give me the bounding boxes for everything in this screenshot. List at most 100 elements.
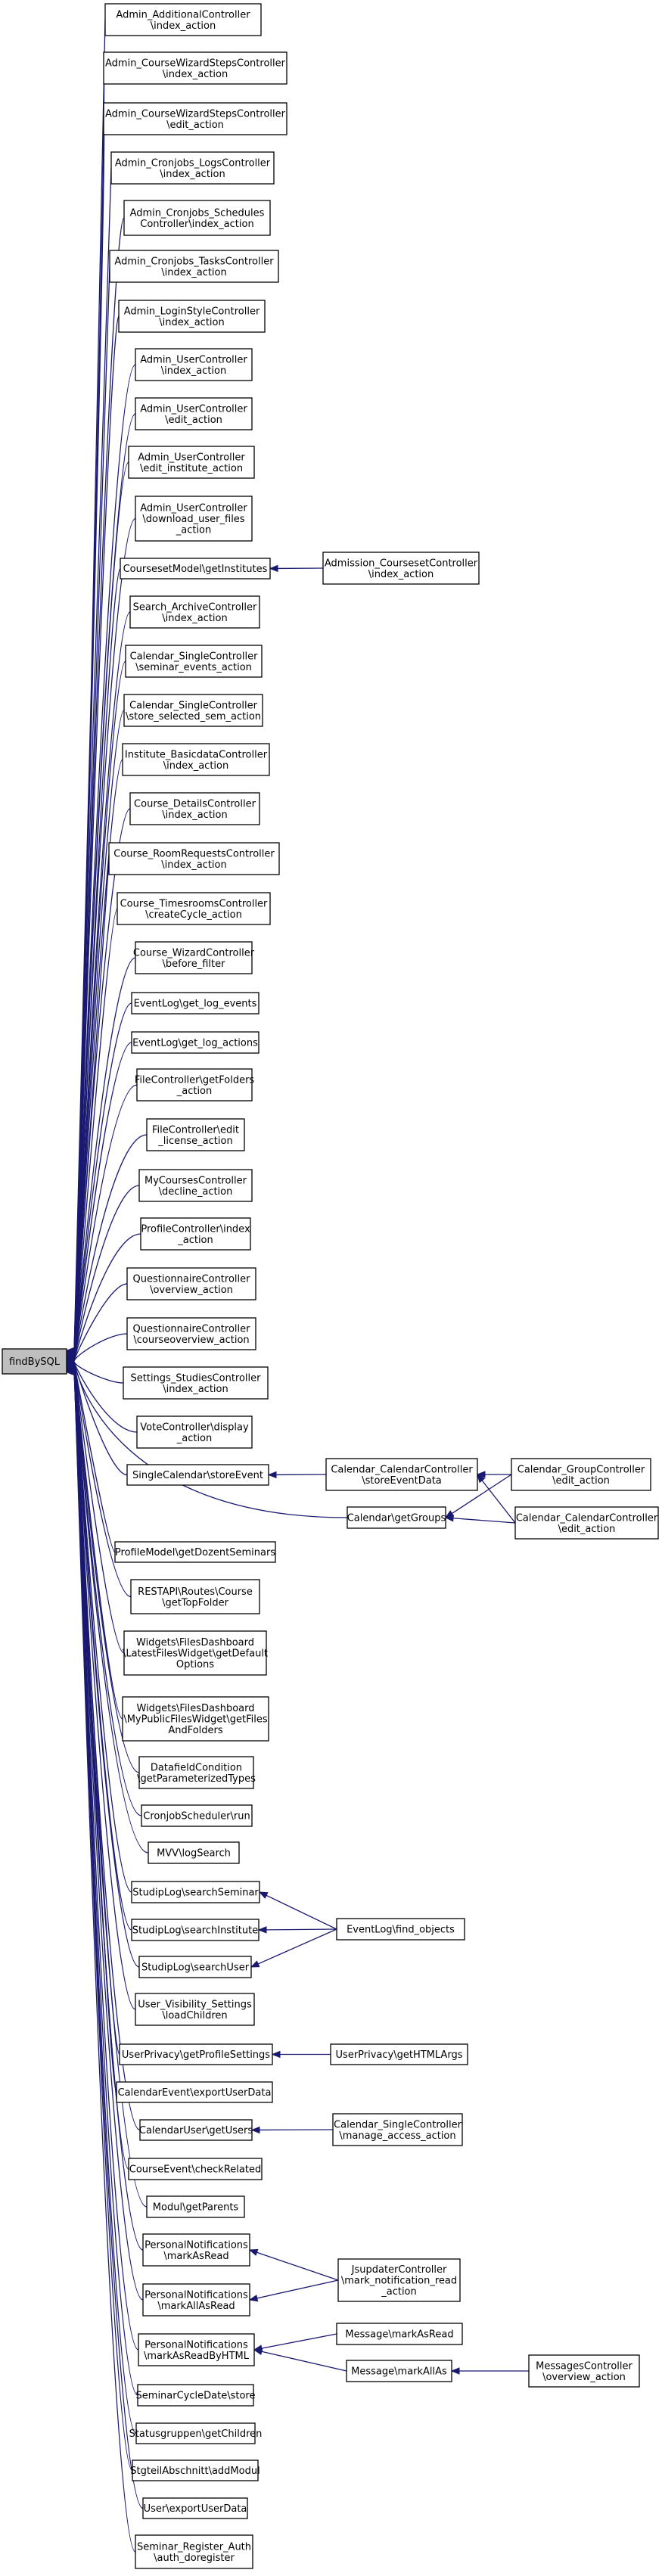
node-box	[119, 2043, 273, 2065]
node-label-line: CalendarEvent\exportUserData	[118, 2087, 272, 2099]
graph-node-c6[interactable]: EventLog\find_objects	[336, 1918, 465, 1941]
graph-node-n22[interactable]: EventLog\get_log_actions	[131, 1031, 260, 1054]
graph-node-n14[interactable]: Calendar_SingleController\seminar_events…	[125, 645, 263, 678]
graph-node-c9[interactable]: JsupdaterController\mark_notification_re…	[337, 2258, 461, 2302]
graph-node-n8[interactable]: Admin_UserController\index_action	[135, 348, 253, 381]
root-node-findbysql[interactable]: findBySQL	[2, 1348, 67, 1375]
arrowhead-c6-n41	[250, 1960, 260, 1968]
graph-node-n19[interactable]: Course_TimesroomsController\createCycle_…	[117, 892, 271, 925]
graph-node-n4[interactable]: Admin_Cronjobs_LogsController\index_acti…	[110, 151, 275, 185]
graph-node-n16[interactable]: Institute_BasicdataController\index_acti…	[122, 743, 270, 776]
graph-node-n18[interactable]: Course_RoomRequestsController\index_acti…	[108, 842, 280, 875]
node-box	[142, 2283, 250, 2317]
graph-node-n13[interactable]: Search_ArchiveController\index_action	[129, 595, 260, 629]
node-box	[336, 1918, 465, 1941]
graph-node-n5[interactable]: Admin_Cronjobs_SchedulesController\index…	[123, 200, 271, 236]
node-label-line: \markAsReadByHTML	[144, 2351, 250, 2362]
graph-node-n2[interactable]: Admin_CourseWizardStepsController\index_…	[103, 51, 287, 85]
graph-node-n20[interactable]: Course_WizardController\before_filter	[133, 941, 255, 974]
node-label-line: CronjobScheduler\run	[143, 1811, 250, 1822]
graph-node-c12[interactable]: MessagesController\overview_action	[528, 2354, 640, 2388]
graph-node-c3[interactable]: Calendar\getGroups	[347, 1506, 446, 1529]
edge-n1-to-findbysql	[73, 19, 106, 1351]
node-label-line: UserPrivacy\getHTMLArgs	[336, 2049, 463, 2061]
edge-c5-to-c2	[481, 1480, 516, 1524]
node-label-line: Admin_CourseWizardStepsController	[105, 108, 286, 120]
graph-node-c1[interactable]: Admission_CoursesetController\index_acti…	[322, 552, 480, 585]
node-label-line: FileController\edit	[152, 1124, 239, 1136]
node-label-line: QuestionnaireController	[133, 1273, 251, 1285]
graph-node-n37[interactable]: CronjobScheduler\run	[141, 1804, 253, 1827]
graph-node-n23[interactable]: FileController\getFolders_action	[135, 1068, 255, 1102]
edge-c3-to-findbysql	[73, 1363, 348, 1518]
graph-node-c4[interactable]: Calendar_GroupController\edit_action	[511, 1458, 651, 1491]
graph-node-n11[interactable]: Admin_UserController\download_user_files…	[135, 496, 253, 542]
node-label-line: FileController\getFolders	[135, 1074, 255, 1086]
graph-node-n55[interactable]: Seminar_Register_Auth\auth_doregister	[135, 2534, 253, 2569]
graph-node-n25[interactable]: MyCoursesController\decline_action	[138, 1169, 253, 1202]
node-label-line: _action	[177, 1235, 213, 1246]
graph-node-n52[interactable]: Statusgruppen\getChildren	[129, 2422, 263, 2444]
graph-node-n30[interactable]: VoteController\display_action	[136, 1415, 253, 1449]
graph-node-n27[interactable]: QuestionnaireController\overview_action	[126, 1267, 256, 1300]
graph-node-n15[interactable]: Calendar_SingleController\store_selected…	[123, 694, 263, 727]
graph-node-n24[interactable]: FileController\edit_license_action	[146, 1118, 245, 1151]
graph-node-n36[interactable]: DatafieldCondition\getParameterizedTypes	[137, 1756, 256, 1789]
graph-node-n29[interactable]: Settings_StudiesController\index_action	[123, 1366, 269, 1400]
graph-node-n12[interactable]: CoursesetModel\getInstitutes	[120, 558, 271, 580]
graph-node-n49[interactable]: PersonalNotifications\markAllAsRead	[142, 2283, 250, 2317]
graph-node-n1[interactable]: Admin_AdditionalController\index_action	[104, 3, 262, 36]
graph-node-n48[interactable]: PersonalNotifications\markAsRead	[142, 2233, 250, 2267]
edge-c5-to-c3	[452, 1518, 516, 1524]
graph-node-n7[interactable]: Admin_LoginStyleController\index_action	[118, 300, 266, 333]
graph-node-n40[interactable]: StudipLog\searchInstitute	[131, 1919, 260, 1941]
graph-node-n10[interactable]: Admin_UserController\edit_institute_acti…	[128, 446, 255, 479]
graph-node-n21[interactable]: EventLog\get_log_events	[131, 992, 260, 1015]
node-label-line: PersonalNotifications	[145, 2239, 248, 2251]
node-box	[108, 842, 280, 875]
arrowhead-c9-n48	[248, 2248, 259, 2256]
graph-node-n33[interactable]: RESTAPI\Routes\Course\getTopFolder	[130, 1579, 260, 1614]
graph-node-c8[interactable]: Calendar_SingleController\manage_access_…	[332, 2113, 463, 2146]
graph-node-n46[interactable]: CourseEvent\checkRelated	[128, 2158, 263, 2180]
graph-node-n44[interactable]: CalendarEvent\exportUserData	[116, 2081, 273, 2103]
node-label-line: \courseoverview_action	[133, 1335, 249, 1346]
graph-node-n34[interactable]: Widgets\FilesDashboard\LatestFilesWidget…	[123, 1630, 268, 1676]
node-label-line: EventLog\get_log_events	[134, 999, 257, 1010]
graph-node-c2[interactable]: Calendar_CalendarController\storeEventDa…	[325, 1458, 478, 1491]
graph-node-c7[interactable]: UserPrivacy\getHTMLArgs	[330, 2043, 468, 2065]
graph-node-n50[interactable]: PersonalNotifications\markAsReadByHTML	[138, 2333, 255, 2366]
graph-node-n47[interactable]: Modul\getParents	[146, 2195, 245, 2218]
graph-node-n42[interactable]: User_Visibility_Settings\loadChildren	[135, 1993, 255, 2026]
node-label-line: Statusgruppen\getChildren	[129, 2428, 263, 2440]
graph-node-n45[interactable]: CalendarUser\getUsers	[139, 2119, 253, 2141]
graph-node-n28[interactable]: QuestionnaireController\courseoverview_a…	[126, 1317, 256, 1350]
graph-node-n26[interactable]: ProfileController\index_action	[140, 1217, 251, 1251]
graph-node-n43[interactable]: UserPrivacy\getProfileSettings	[119, 2043, 273, 2065]
graph-node-n17[interactable]: Course_DetailsController\index_action	[129, 792, 260, 825]
graph-node-n35[interactable]: Widgets\FilesDashboard\MyPublicFilesWidg…	[122, 1696, 269, 1742]
graph-node-n51[interactable]: SeminarCycleDate\store	[136, 2384, 256, 2407]
graph-node-n32[interactable]: ProfileModel\getDozentSeminars	[114, 1541, 276, 1563]
node-label-line: Admin_Cronjobs_Schedules	[130, 207, 265, 219]
graph-node-n3[interactable]: Admin_CourseWizardStepsController\edit_a…	[103, 102, 287, 135]
node-box	[139, 2119, 253, 2141]
graph-node-n54[interactable]: User\exportUserData	[142, 2497, 248, 2519]
node-label-line: \overview_action	[150, 1285, 233, 1296]
graph-node-n53[interactable]: StgteilAbschnitt\addModul	[130, 2459, 260, 2481]
graph-node-n41[interactable]: StudipLog\searchUser	[138, 1956, 252, 1978]
node-box	[130, 1579, 260, 1614]
graph-node-c11[interactable]: Message\markAllAs	[346, 2360, 452, 2382]
graph-node-c10[interactable]: Message\markAsRead	[336, 2323, 463, 2345]
node-label-line: Course_RoomRequestsController	[113, 848, 275, 859]
graph-node-c5[interactable]: Calendar_CalendarController\edit_action	[514, 1506, 659, 1540]
graph-node-n9[interactable]: Admin_UserController\edit_action	[135, 397, 253, 430]
graph-node-n6[interactable]: Admin_Cronjobs_TasksController\index_act…	[109, 250, 279, 283]
graph-node-n31[interactable]: SingleCalendar\storeEvent	[126, 1464, 269, 1486]
node-label-line: Calendar_GroupController	[517, 1464, 645, 1475]
arrowhead-c6-n40	[257, 1926, 267, 1934]
graph-node-n39[interactable]: StudipLog\searchSeminar	[131, 1881, 260, 1903]
graph-node-n38[interactable]: MVV\logSearch	[148, 1841, 240, 1864]
edge-n25-to-findbysql	[73, 1185, 140, 1360]
